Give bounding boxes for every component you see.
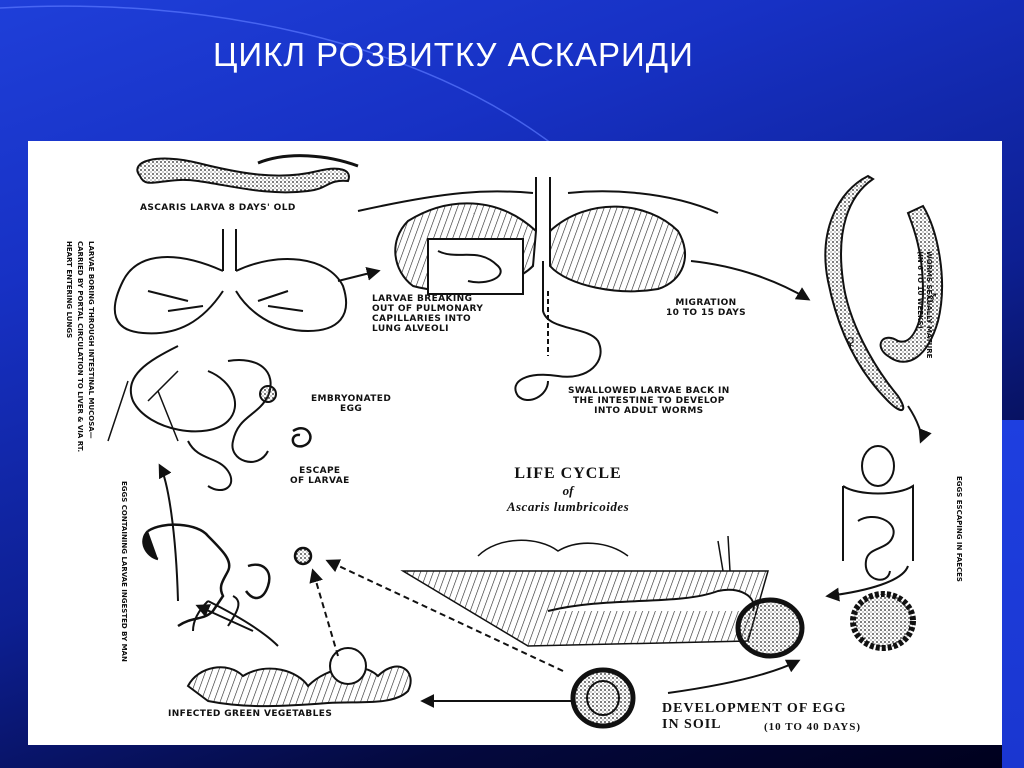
central-lungs-drawing — [394, 177, 687, 401]
life-cycle-illustration — [107, 154, 943, 729]
soil-landscape-drawing — [400, 535, 769, 647]
larva-drawing — [136, 154, 359, 194]
background-swoosh — [0, 5, 561, 151]
label-eggs-faeces: EGGS ESCAPING IN FAECES — [955, 476, 963, 582]
label-development-days: (10 TO 40 DAYS) — [764, 721, 862, 733]
title-line-3: Ascaris lumbricoides — [506, 499, 630, 514]
body-faeces-drawing — [842, 445, 914, 581]
male-symbol: ♂ — [926, 291, 938, 305]
label-development-egg: DEVELOPMENT OF EGG IN SOIL — [662, 701, 847, 732]
label-swallowed-larvae: SWALLOWED LARVAE BACK IN THE INTESTINE T… — [568, 386, 730, 416]
slide-title: ЦИКЛ РОЗВИТКУ АСКАРИДИ — [213, 36, 694, 73]
label-escape-of-larvae: ESCAPE OF LARVAE — [290, 466, 350, 486]
life-cycle-title: LIFE CYCLE of Ascaris lumbricoides — [478, 465, 658, 515]
label-eggs-ingested: EGGS CONTAINING LARVAE INGESTED BY MAN — [120, 481, 128, 662]
female-symbol: ♀ — [846, 335, 856, 349]
vegetables-drawing — [186, 647, 412, 708]
left-body-drawing — [107, 229, 348, 491]
corner-accent — [1002, 420, 1024, 768]
label-larvae-breaking: LARVAE BREAKING OUT OF PULMONARY CAPILLA… — [372, 294, 484, 334]
diagram-panel: ASCARIS LARVA 8 DAYS' OLD LARVAE BREAKIN… — [28, 141, 1002, 745]
label-larvae-boring: LARVAE BORING THROUGH INTESTINAL MUCOSA—… — [65, 241, 95, 453]
label-embryonated-egg: EMBRYONATED EGG — [311, 394, 392, 414]
cycle-arrows — [158, 190, 932, 708]
label-larva-8-days: ASCARIS LARVA 8 DAYS' OLD — [140, 203, 296, 213]
adult-worms-drawing — [824, 174, 943, 411]
label-migration: MIGRATION 10 TO 15 DAYS — [666, 298, 747, 318]
label-infected-vegetables: INFECTED GREEN VEGETABLES — [168, 709, 333, 719]
title-line-2: of — [562, 483, 574, 498]
title-line-1: LIFE CYCLE — [514, 465, 622, 482]
eggs-drawing — [570, 591, 916, 729]
